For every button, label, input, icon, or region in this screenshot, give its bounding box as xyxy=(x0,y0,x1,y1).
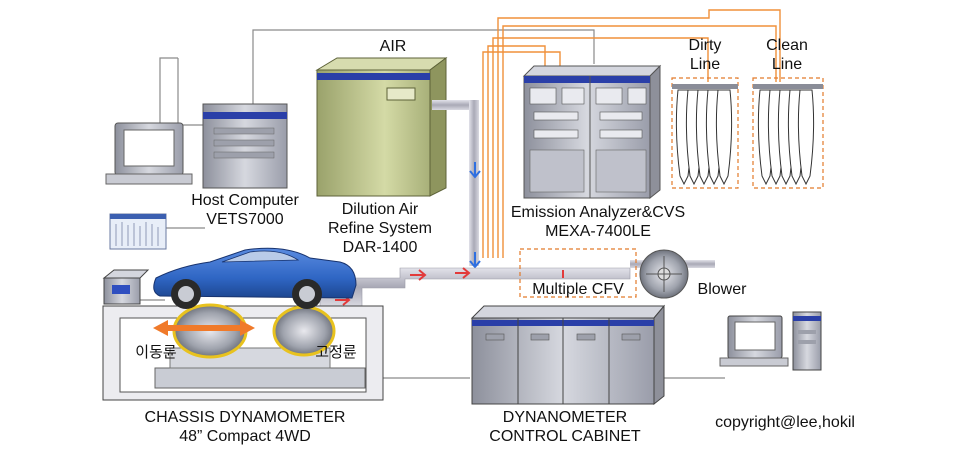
multiple-cfv-label: Multiple CFV xyxy=(532,281,624,298)
clean-line-label: Clean Line xyxy=(766,37,808,73)
multiple-cfv-box xyxy=(519,248,637,298)
copyright-label: copyright@lee,hokil xyxy=(715,414,855,431)
air-label: AIR xyxy=(379,38,407,55)
host-computer-label: Host Computer VETS7000 xyxy=(191,192,299,228)
chassis-dyno-label: CHASSIS DYNAMOMETER 48” Compact 4WD xyxy=(144,409,346,445)
dilution-air-unit xyxy=(315,57,448,197)
emission-analyzer-racks xyxy=(522,64,662,200)
dilution-air-label: Dilution Air Refine System DAR-1400 xyxy=(327,201,433,256)
dirty-line-label: Dirty Line xyxy=(688,37,722,73)
control-pc xyxy=(719,311,822,371)
dyno-control-cabinet xyxy=(470,304,666,406)
host-computer xyxy=(105,103,288,189)
test-vehicle xyxy=(153,247,357,309)
fixed-roller-label: 고정륜 xyxy=(315,344,357,361)
sample-lines xyxy=(482,9,781,258)
emission-analyzer-label: Emission Analyzer&CVS MEXA-7400LE xyxy=(510,204,686,240)
moving-roller-label: 이동륜 xyxy=(135,344,177,361)
dirty-line-bags xyxy=(671,77,739,189)
chassis-dynamometer xyxy=(102,303,384,401)
blower-label: Blower xyxy=(697,281,747,298)
blower-icon xyxy=(639,249,689,299)
software-screen-thumbnail xyxy=(109,213,167,250)
dyno-remote-box xyxy=(102,269,150,305)
dyno-cabinet-label: DYNANOMETER CONTROL CABINET xyxy=(489,409,641,445)
moving-arrow-icon xyxy=(153,320,255,336)
dilution-air-pipe xyxy=(432,100,481,269)
clean-line-bags xyxy=(752,77,824,189)
